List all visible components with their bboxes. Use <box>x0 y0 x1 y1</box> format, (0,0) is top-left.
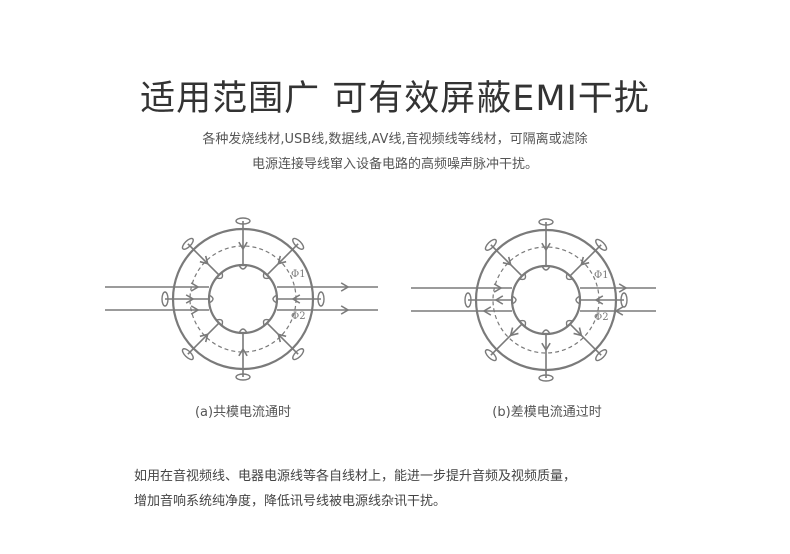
flux-loop <box>235 217 251 225</box>
flux-loop <box>538 374 554 382</box>
flux-arrow <box>238 347 248 357</box>
current-arrow <box>190 305 200 315</box>
flux-arrow <box>199 255 209 265</box>
current-arrow <box>190 282 200 292</box>
flux-line <box>569 323 602 356</box>
page-title: 适用范围广 可有效屏蔽EMI干扰 <box>140 79 650 119</box>
flux-label: Φ2 <box>594 312 609 323</box>
flux-loop <box>235 373 251 381</box>
flux-loop-inner <box>511 295 517 305</box>
flux-loop-inner <box>565 272 574 281</box>
flux-loop <box>317 291 325 307</box>
body-line-2: 增加音响系统纯净度，降低讯号线被电源线杂讯干扰。 <box>134 494 447 509</box>
flux-loop-inner <box>262 271 271 280</box>
ferrite-inner-ring <box>510 264 582 336</box>
flux-loop <box>181 237 194 250</box>
flux-loop-inner <box>215 318 224 327</box>
current-arrow <box>618 283 628 293</box>
flux-line <box>490 323 523 356</box>
flux-arrow <box>509 327 519 337</box>
flux-loop <box>595 238 608 251</box>
current-arrow <box>340 305 350 315</box>
flux-loop-inner <box>518 319 527 328</box>
flux-arrow <box>580 256 590 266</box>
current-arrow <box>340 282 350 292</box>
flux-loop-inner <box>541 329 551 335</box>
flux-loop-inner <box>565 319 574 328</box>
flux-loop <box>484 238 497 251</box>
flux-arrow <box>594 295 604 305</box>
flux-arrow <box>494 295 504 305</box>
flux-loop <box>292 237 305 250</box>
flux-arrow <box>238 241 248 251</box>
ferrite-inner-ring <box>207 263 279 335</box>
flux-loop <box>161 291 169 307</box>
flux-arrow <box>291 294 301 304</box>
flux-arrow <box>573 327 583 337</box>
body-line-1: 如用在音视频线、电器电源线等各自线材上，能进一步提升音频及视频质量， <box>134 469 577 484</box>
flux-line <box>266 322 299 355</box>
flux-loop-inner <box>208 294 214 304</box>
flux-line <box>490 244 523 277</box>
current-arrow <box>614 306 624 316</box>
flux-loop-inner <box>575 295 581 305</box>
subtitle-line-2: 电源连接导线窜入设备电路的高频噪声脉冲干扰。 <box>251 157 538 172</box>
flux-loop-inner <box>238 264 248 270</box>
flux-arrow <box>541 242 551 252</box>
flux-loop-inner <box>541 265 551 271</box>
flux-label: Φ1 <box>594 270 609 281</box>
flux-label: Φ1 <box>291 269 306 280</box>
flux-loop <box>292 348 305 361</box>
flux-loop-inner <box>518 272 527 281</box>
flux-arrow <box>277 255 287 265</box>
flux-loop <box>181 348 194 361</box>
subtitle-line-1: 各种发烧线材,USB线,数据线,AV线,音视频线等线材，可隔离或滤除 <box>202 132 588 147</box>
flux-loop <box>595 349 608 362</box>
caption-differential-mode: (b)差模电流通过时 <box>492 405 602 420</box>
flux-line <box>187 243 220 276</box>
caption-common-mode: (a)共模电流通时 <box>194 405 292 420</box>
current-arrow <box>482 306 492 316</box>
flux-arrow <box>277 333 287 343</box>
flux-line <box>187 322 220 355</box>
flux-line <box>266 243 299 276</box>
flux-arrow <box>502 256 512 266</box>
flux-loop <box>538 218 554 226</box>
flux-label: Φ2 <box>291 311 306 322</box>
flux-loop <box>484 349 497 362</box>
flux-loop <box>620 292 628 308</box>
flux-loop-inner <box>262 318 271 327</box>
flux-arrow <box>541 342 551 352</box>
flux-loop-inner <box>272 294 278 304</box>
flux-loop-inner <box>238 328 248 334</box>
flux-loop-inner <box>215 271 224 280</box>
current-arrow <box>493 283 503 293</box>
flux-loop <box>464 292 472 308</box>
flux-arrow <box>185 294 195 304</box>
flux-arrow <box>199 333 209 343</box>
flux-line <box>569 244 602 277</box>
